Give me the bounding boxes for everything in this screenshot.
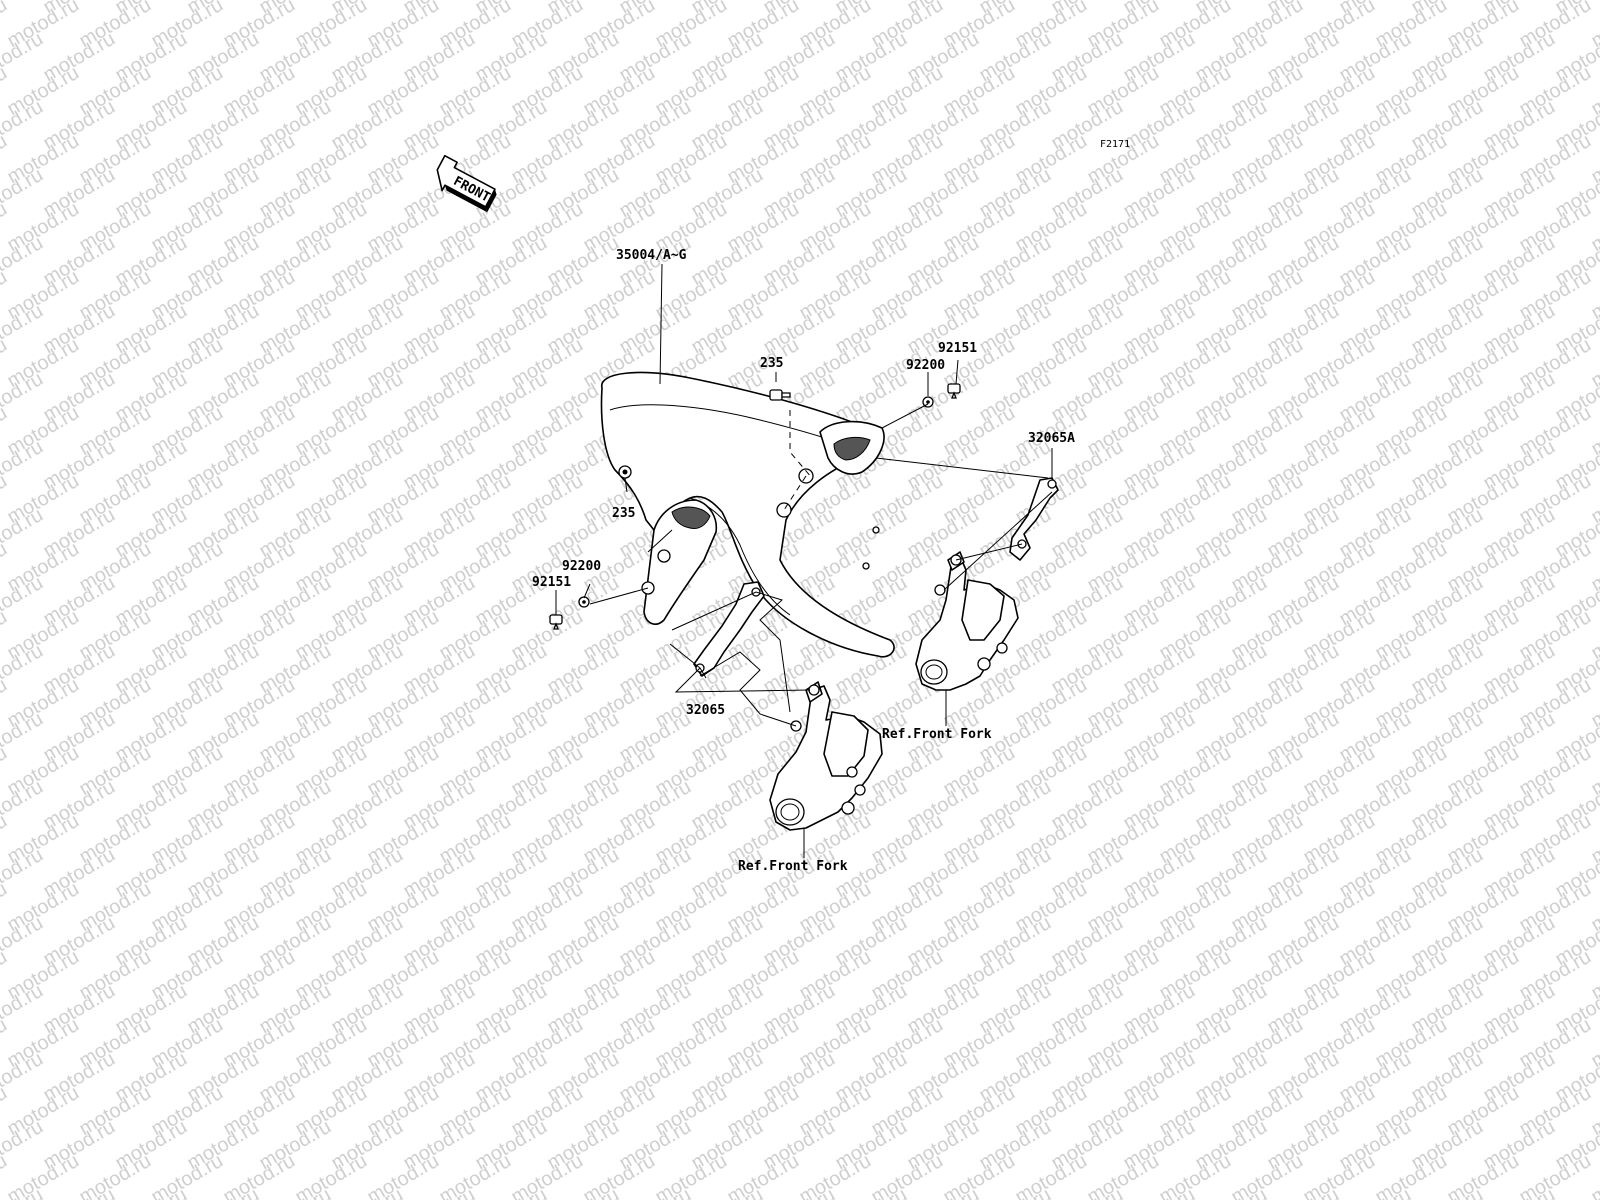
label-screw-right: 92151 (938, 341, 977, 356)
figure-code: F2171 (1100, 139, 1130, 150)
ref-fork-right: Ref.Front Fork (882, 727, 992, 742)
fork-lower-right (915, 551, 1019, 691)
leader-lines (555, 263, 1053, 858)
label-bracket-left: 32065 (686, 703, 725, 718)
bolt-left (618, 465, 632, 479)
label-washer-left: 92200 (562, 559, 601, 574)
washer-right (922, 396, 934, 408)
screw-right (947, 383, 961, 399)
fork-lower-left (769, 681, 883, 831)
label-bolt-top: 235 (760, 356, 783, 371)
bolt-top (769, 389, 791, 401)
label-screw-left: 92151 (532, 575, 571, 590)
label-bolt-left: 235 (612, 506, 635, 521)
label-bracket-right: 32065A (1028, 431, 1075, 446)
label-fender: 35004/A~G (616, 248, 687, 263)
ref-fork-left: Ref.Front Fork (738, 859, 848, 874)
label-washer-right: 92200 (906, 358, 945, 373)
front-fender (600, 371, 895, 658)
washer-left (578, 596, 590, 608)
